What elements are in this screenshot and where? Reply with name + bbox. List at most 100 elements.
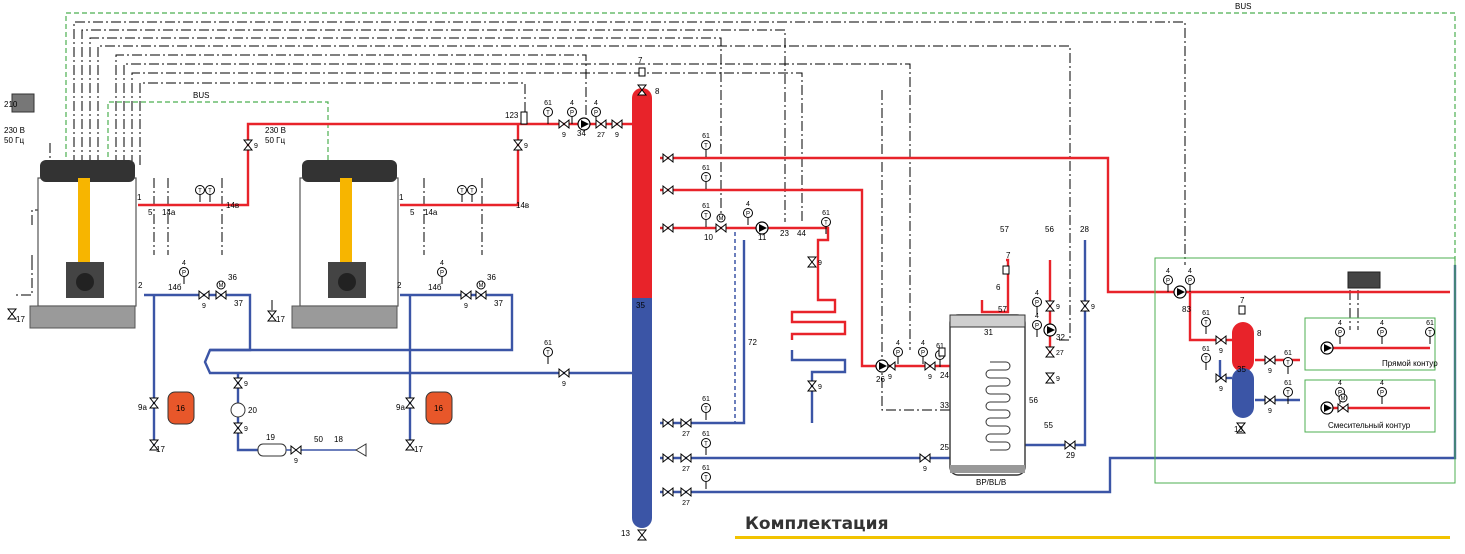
tag-44: 44 (797, 229, 806, 238)
valve-h-11 (662, 486, 674, 498)
valve-v-16 (636, 529, 648, 541)
svg-text:P: P (570, 111, 574, 117)
svg-text:T: T (1286, 361, 1290, 367)
thermometer-14: T61 (1425, 320, 1435, 344)
pressure-gauge-3: P4 (437, 260, 447, 284)
svg-text:61: 61 (822, 210, 830, 217)
svg-text:9: 9 (294, 458, 298, 465)
svg-text:9: 9 (818, 260, 822, 267)
panel-gauge-3: T (467, 185, 477, 202)
svg-text:9: 9 (244, 426, 248, 433)
controller-210-icon (11, 93, 35, 113)
svg-text:P: P (594, 111, 598, 117)
valve-v-13: 9 (1079, 300, 1095, 312)
tag-5-a: 5 (148, 208, 153, 217)
valve-h-17: 9 (1215, 334, 1227, 355)
valve-h-3 (662, 152, 674, 164)
pressure-gauge-8: P4 (1032, 313, 1042, 337)
svg-text:P: P (896, 351, 900, 357)
tag-29: 29 (1066, 451, 1075, 460)
tag-9a-a: 9а (138, 403, 147, 412)
valve-h-15: 9 (919, 452, 931, 473)
tag-28: 28 (1080, 225, 1089, 234)
valve-v-2: 9 (806, 256, 822, 268)
svg-text:61: 61 (702, 465, 710, 472)
tag-14b-a: 14б (168, 283, 182, 292)
svg-text:61: 61 (544, 340, 552, 347)
valve-v-7 (404, 397, 416, 409)
tag-13-bottom: 13 (621, 529, 630, 538)
supply-pipes (138, 122, 1450, 410)
tag-16-b: 16 (434, 404, 443, 413)
boiler-1 (29, 160, 137, 329)
svg-text:9: 9 (562, 132, 566, 139)
tag-56-b: 56 (1029, 396, 1038, 405)
svg-text:M: M (479, 283, 484, 289)
pressure-gauge-12: P4 (1377, 320, 1387, 344)
tag-13-small: 13 (1234, 425, 1243, 434)
air-vent-1 (1002, 265, 1010, 275)
tag-2-b: 2 (397, 281, 402, 290)
svg-text:61: 61 (702, 203, 710, 210)
tag-56-a: 56 (1045, 225, 1054, 234)
pressure-gauge-6: P4 (918, 340, 928, 364)
svg-text:M: M (719, 216, 724, 222)
b2-voltage: 230 В (265, 126, 286, 135)
bus-lines (65, 12, 1456, 265)
valve-h-6: 9 (558, 367, 570, 388)
pump-6 (1320, 401, 1334, 415)
tag-23: 23 (780, 229, 789, 238)
pump-0 (577, 117, 591, 131)
valve-v-1: 9 (512, 139, 528, 151)
panel-gauge-1: T (205, 185, 215, 202)
pump-4 (1173, 285, 1187, 299)
valve-h-14: 9 (924, 360, 936, 381)
svg-text:T: T (1428, 331, 1432, 337)
svg-text:P: P (440, 271, 444, 277)
sensor-123 (520, 111, 528, 125)
mixing-valve-3: M (1337, 393, 1349, 414)
svg-text:P: P (1166, 279, 1170, 285)
svg-text:T: T (824, 221, 828, 227)
valve-h-5 (662, 222, 674, 234)
svg-text:27: 27 (682, 500, 690, 507)
svg-text:9: 9 (818, 384, 822, 391)
tag-36-a: 36 (228, 273, 237, 282)
pump-2 (875, 359, 889, 373)
valve-h-2: 9 (611, 118, 623, 139)
svg-text:4: 4 (1338, 380, 1342, 387)
svg-text:T: T (704, 176, 708, 182)
svg-text:61: 61 (702, 165, 710, 172)
svg-text:9: 9 (244, 381, 248, 388)
svg-text:4: 4 (896, 340, 900, 347)
pump-3 (1043, 323, 1057, 337)
svg-text:M: M (219, 283, 224, 289)
valve-h-19: 9 (1264, 354, 1276, 375)
expansion-vessel-2 (425, 391, 453, 425)
svg-text:T: T (704, 476, 708, 482)
tag-35-small: 35 (1237, 365, 1246, 374)
valve-v-14 (1235, 422, 1247, 434)
valve-h-20: 9 (1264, 394, 1276, 415)
svg-text:9: 9 (254, 143, 258, 150)
svg-text:61: 61 (936, 343, 944, 350)
panel-gauge-0: T (195, 185, 205, 202)
air-vent-2 (1238, 305, 1246, 315)
tag-57-b: 57 (1000, 225, 1009, 234)
tag-2-a: 2 (138, 281, 143, 290)
mixing-circuit-box (1304, 379, 1436, 433)
small-separator (1232, 322, 1254, 418)
b1-voltage: 230 В (4, 126, 25, 135)
tag-83: 83 (1182, 305, 1191, 314)
svg-text:27: 27 (1056, 350, 1064, 357)
svg-text:9: 9 (1219, 386, 1223, 393)
svg-text:T: T (208, 189, 212, 195)
tag-19: 19 (266, 433, 275, 442)
tag-14v-b: 14в (516, 201, 529, 210)
tag-57-a: 57 (998, 305, 1007, 314)
svg-text:4: 4 (1035, 290, 1039, 297)
valve-v-5: 9 (232, 422, 248, 434)
svg-text:9: 9 (1219, 348, 1223, 355)
valve-h-7 (662, 417, 674, 429)
